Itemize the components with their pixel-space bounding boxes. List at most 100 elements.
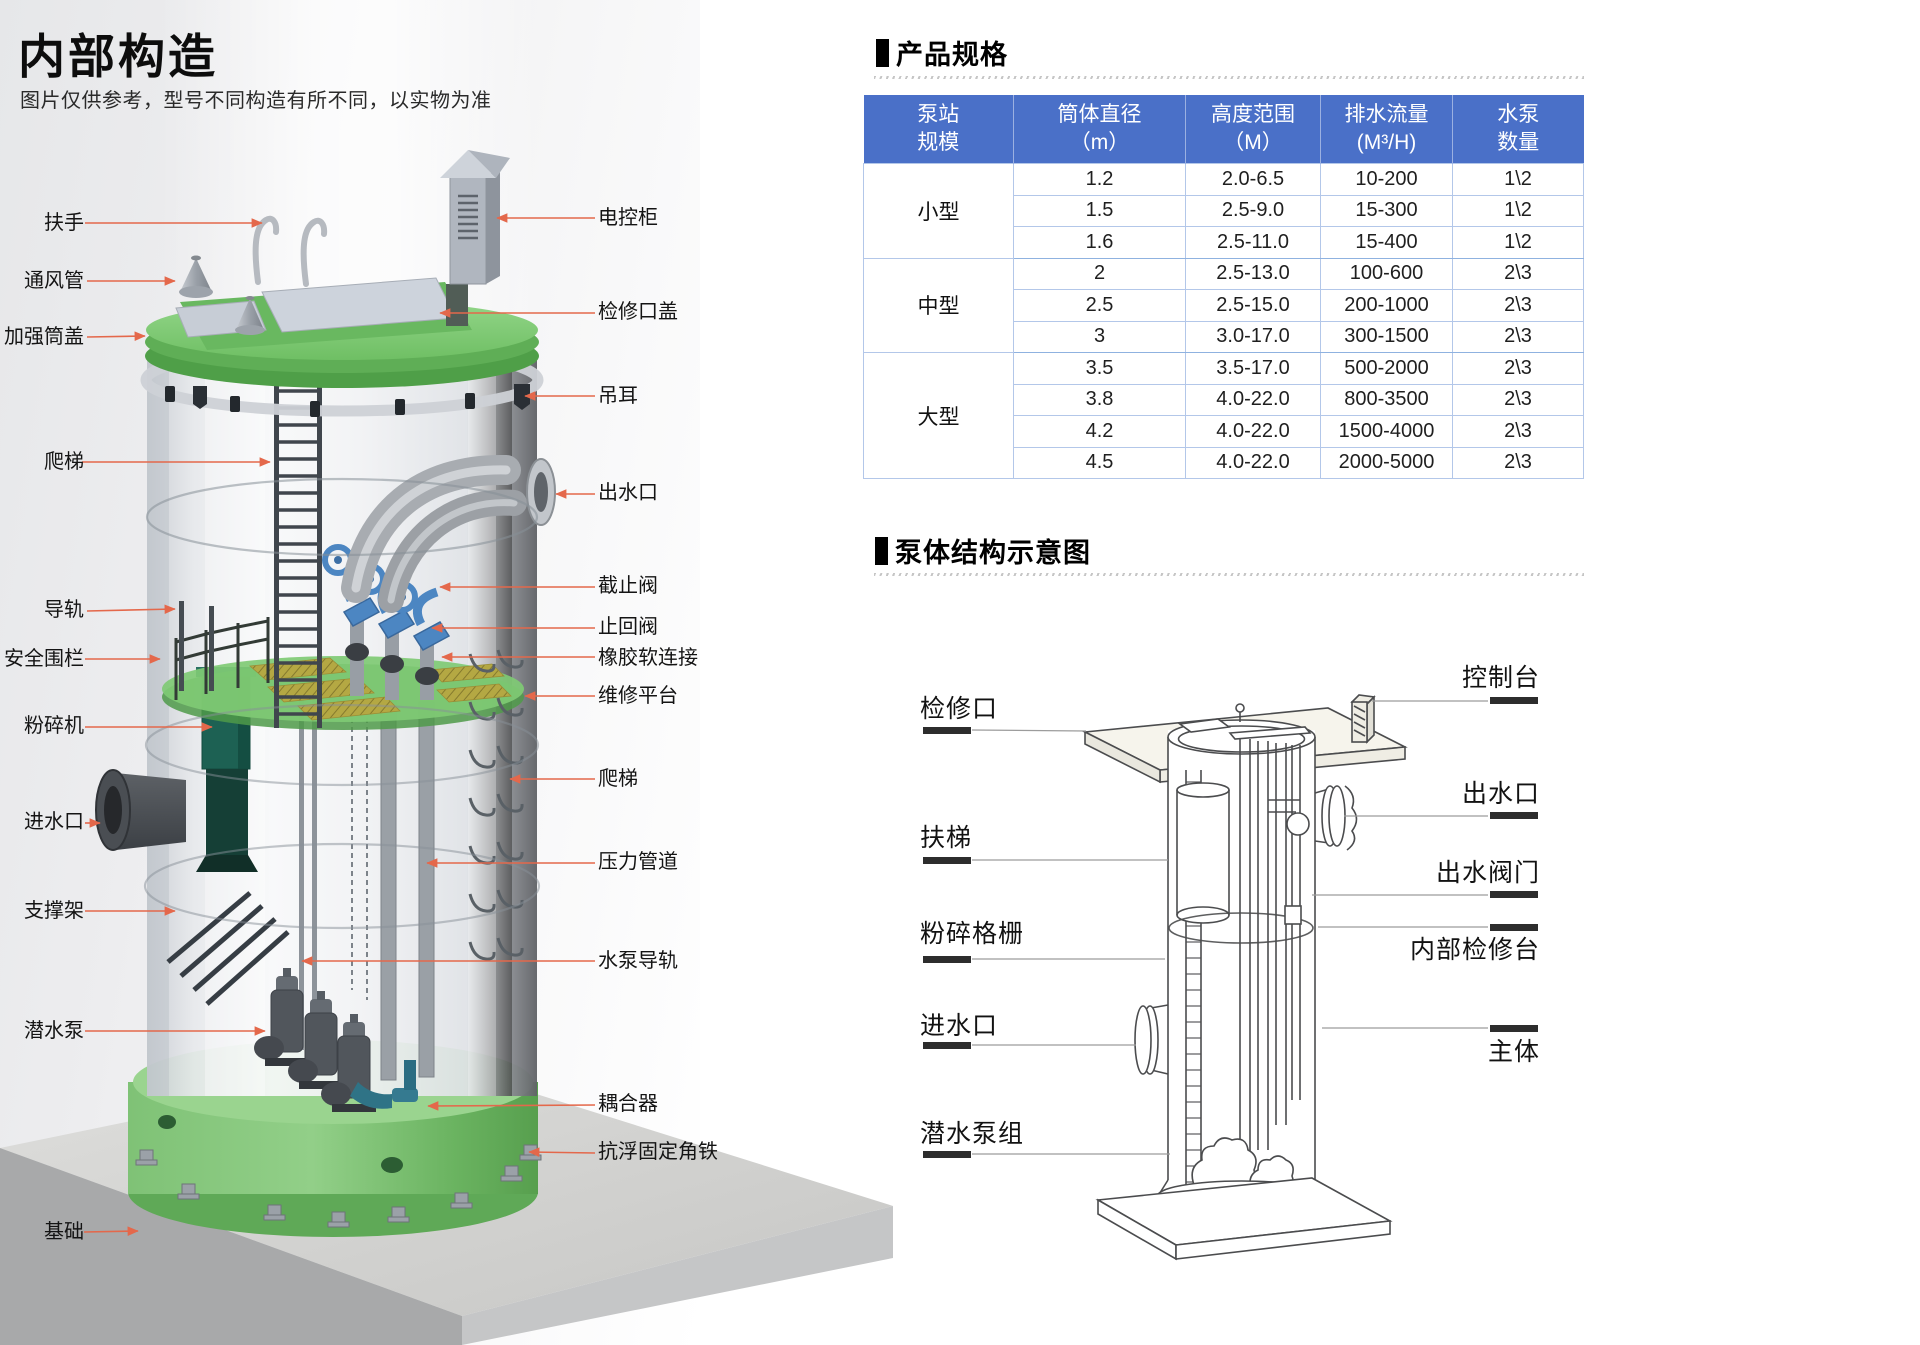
table-row: 4.5 4.0-22.0 2000-5000 2\3 [864, 446, 1584, 479]
table-row: 1.5 2.5-9.0 15-300 1\2 [864, 194, 1584, 227]
label-inlet: 进水口 [24, 811, 84, 833]
label-main-body: 主体 [1487, 1038, 1540, 1066]
label-underline [1490, 891, 1538, 898]
label-handrail: 扶手 [44, 212, 84, 234]
cell: 3.5-17.0 [1185, 352, 1321, 385]
cell: 2.5-11.0 [1185, 226, 1321, 259]
schematic-art [971, 694, 1488, 1261]
cell: 2\3 [1452, 383, 1584, 416]
label-underline [1490, 697, 1538, 704]
col-header-diameter: 筒体直径（m） [1013, 95, 1186, 164]
label-outlet-valve: 出水阀门 [1435, 859, 1540, 887]
label-underline [923, 1151, 971, 1158]
title-bullet [876, 38, 889, 67]
label-vent-pipe: 通风管 [24, 270, 84, 292]
label-control-cabinet: 电控柜 [598, 207, 658, 229]
label-lifting-lug: 吊耳 [598, 385, 638, 407]
label-rubber-joint: 橡胶软连接 [598, 647, 698, 669]
title-bullet [875, 536, 888, 565]
cell: 3.8 [1013, 383, 1186, 416]
schematic-section-title: 泵体结构示意图 [875, 531, 1091, 570]
cell: 4.0-22.0 [1185, 415, 1321, 448]
table-row: 2.5 2.5-15.0 200-1000 2\3 [864, 289, 1584, 322]
label-ladder-right: 爬梯 [598, 768, 638, 790]
cell: 2.5 [1013, 289, 1186, 322]
label-outlet-sc: 出水口 [1461, 780, 1540, 808]
label-stop-valve: 截止阀 [598, 575, 658, 597]
label-underline [923, 857, 971, 864]
cell: 2\3 [1452, 257, 1584, 290]
cell: 2.5-15.0 [1185, 289, 1321, 322]
cell: 1.6 [1013, 226, 1186, 259]
cell: 3 [1013, 320, 1186, 353]
group-small: 小型 [863, 163, 1014, 259]
cell: 3.0-17.0 [1185, 320, 1321, 353]
table-row: 大型 3.5 3.5-17.0 500-2000 2\3 [863, 352, 1584, 479]
cell: 300-1500 [1320, 320, 1453, 353]
col-header-height: 高度范围（M） [1185, 95, 1321, 164]
label-underline [923, 1042, 971, 1049]
label-underline [1490, 924, 1538, 931]
label-access-cover: 检修口盖 [598, 301, 678, 323]
label-outlet: 出水口 [598, 482, 658, 504]
label-internal-platform: 内部检修台 [1409, 936, 1540, 964]
label-pressure-pipe: 压力管道 [598, 851, 678, 873]
cell: 200-1000 [1320, 289, 1453, 322]
cell: 2\3 [1452, 320, 1584, 353]
label-pump-group: 潜水泵组 [920, 1120, 1025, 1148]
cell: 2.0-6.5 [1185, 163, 1321, 196]
label-submersible-pump: 潜水泵 [24, 1020, 84, 1042]
label-reinforced-lid: 加强筒盖 [4, 326, 84, 348]
cell: 2\3 [1452, 352, 1584, 385]
cell: 1\2 [1452, 163, 1584, 196]
label-pump-guide-rail: 水泵导轨 [598, 950, 678, 972]
spec-table-header-row: 泵站规模 筒体直径（m） 高度范围（M） 排水流量(M³/H) 水泵数量 [863, 95, 1584, 164]
label-console: 控制台 [1461, 664, 1540, 692]
cell: 1.2 [1013, 163, 1186, 196]
col-header-flow: 排水流量(M³/H) [1320, 95, 1453, 164]
cell: 1\2 [1452, 226, 1584, 259]
page-title: 内部构造 [18, 30, 218, 83]
label-underline [1490, 1025, 1538, 1032]
cell: 4.5 [1013, 446, 1186, 479]
cell: 2000-5000 [1320, 446, 1453, 479]
label-underline [1490, 812, 1538, 819]
cell: 1.5 [1013, 194, 1186, 227]
label-anti-float-bracket: 抗浮固定角铁 [598, 1141, 718, 1163]
cell: 2.5-9.0 [1185, 194, 1321, 227]
label-ladder: 爬梯 [44, 451, 84, 473]
cell: 800-3500 [1320, 383, 1453, 416]
cell: 1\2 [1452, 194, 1584, 227]
table-row: 3 3.0-17.0 300-1500 2\3 [864, 320, 1584, 353]
group-large: 大型 [863, 352, 1014, 479]
cell: 4.0-22.0 [1185, 446, 1321, 479]
label-inlet-sc: 进水口 [920, 1012, 999, 1040]
table-row: 中型 2 2.5-13.0 100-600 2\3 [863, 257, 1584, 353]
col-header-scale: 泵站规模 [863, 95, 1014, 164]
label-grinder: 粉碎机 [24, 715, 84, 737]
label-guide-rail: 导轨 [44, 599, 84, 621]
label-access-hatch: 检修口 [920, 695, 999, 723]
label-foundation: 基础 [44, 1221, 84, 1243]
label-coupler: 耦合器 [598, 1093, 658, 1115]
table-row: 小型 1.2 2.0-6.5 10-200 1\2 [863, 163, 1584, 259]
cell: 2\3 [1452, 446, 1584, 479]
col-header-pumps: 水泵数量 [1452, 95, 1584, 164]
group-medium: 中型 [863, 257, 1014, 353]
cell: 15-300 [1320, 194, 1453, 227]
cell: 4.0-22.0 [1185, 383, 1321, 416]
page-subtitle: 图片仅供参考，型号不同构造有所不同，以实物为准 [20, 90, 492, 112]
photo-background-highlight [160, 0, 540, 1120]
cell: 2 [1013, 257, 1186, 290]
cell: 2.5-13.0 [1185, 257, 1321, 290]
cell: 2\3 [1452, 289, 1584, 322]
label-check-valve: 止回阀 [598, 616, 658, 638]
cell: 500-2000 [1320, 352, 1453, 385]
cell: 10-200 [1320, 163, 1453, 196]
label-service-platform: 维修平台 [598, 685, 678, 707]
dashed-divider [874, 76, 1584, 79]
label-grinder-grid: 粉碎格栅 [920, 920, 1025, 948]
label-underline [923, 956, 971, 963]
cell: 2\3 [1452, 415, 1584, 448]
